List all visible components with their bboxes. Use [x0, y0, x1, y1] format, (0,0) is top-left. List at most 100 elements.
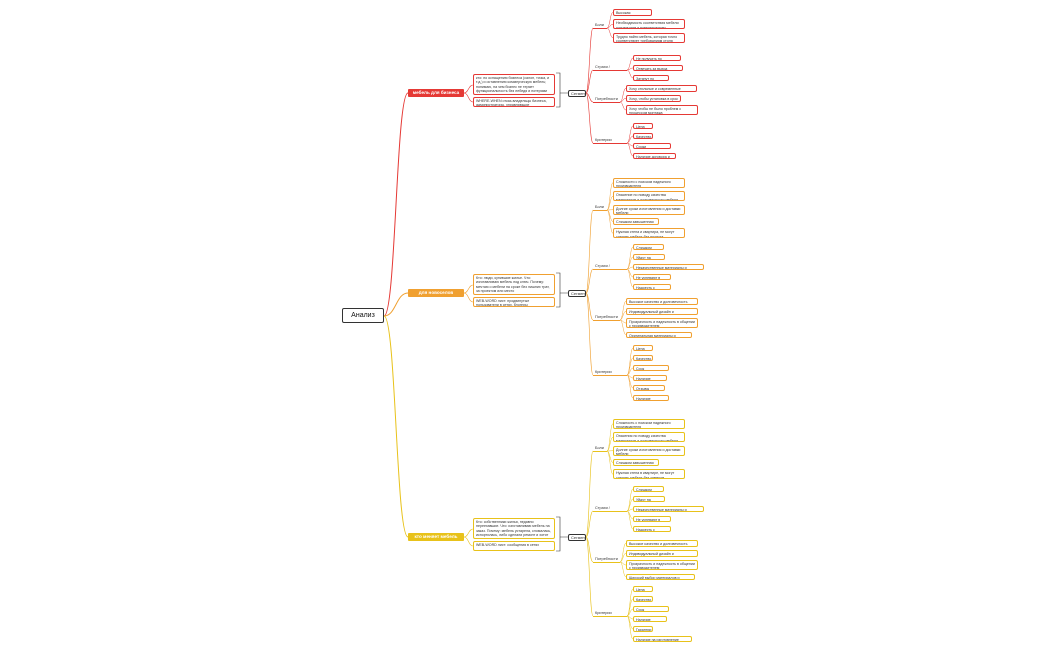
leaf-0-3-0[interactable]: Цена [633, 122, 653, 130]
cat-connector-2-1 [585, 510, 594, 538]
desc-connector-0-0 [463, 84, 474, 94]
leaf-2-2-1[interactable]: Индивидуальный дизайн и персонализация [626, 550, 698, 557]
bracket-1 [556, 272, 568, 308]
leaf-0-2-0[interactable]: Хочу стильные и современные интерьеры [626, 85, 697, 92]
description-2-0[interactable]: Кто: собственники жилья, недавно перееха… [473, 518, 555, 539]
description-0-1[interactable]: WHERE-WHEN отказ-владельцы бизнеса, адми… [473, 97, 555, 107]
leaf-2-3-5[interactable]: Наличие на изготовление мебели [633, 635, 692, 643]
branch-0[interactable]: мебель для бизнеса [408, 89, 464, 97]
leaf-2-0-2[interactable]: Долгие сроки изготовления и доставки меб… [613, 445, 685, 456]
leaf-0-1-0[interactable]: Не получить по ожиданиям [633, 54, 681, 62]
leaf-1-3-4[interactable]: Отзывы клиентов [633, 384, 666, 392]
category-0-1[interactable]: Страхи / возражения [593, 65, 627, 71]
cat-connector-0-3 [585, 92, 594, 144]
description-1-0[interactable]: Кто: люди, купившие жилье. Что: изготавл… [473, 274, 555, 295]
cat-connector-0-1 [585, 69, 594, 94]
leaf-1-3-5[interactable]: Наличие портфолио [633, 394, 669, 402]
desc-connector-2-0 [463, 528, 474, 538]
category-1-0[interactable]: Боли [593, 205, 607, 211]
leaf-connector-1-3-0 [626, 347, 634, 376]
branch-2[interactable]: кто меняет мебель [408, 533, 464, 541]
leaf-1-3-3[interactable]: Наличие гарантии [633, 374, 667, 382]
leaf-1-1-0[interactable]: Слишком дорого [633, 243, 664, 251]
leaf-2-0-4[interactable]: Нужная стена в квартире, не могут сделат… [613, 469, 685, 480]
leaf-1-2-0[interactable]: Высокое качество и долговечность мебели [626, 298, 698, 305]
leaf-0-0-2[interactable]: Трудно найти мебель, которая точно соотв… [613, 32, 685, 43]
cat-connector-0-2 [585, 92, 594, 103]
desc-connector-2-1 [463, 536, 474, 547]
category-2-1[interactable]: Страхи / возражения [593, 506, 627, 512]
leaf-2-1-0[interactable]: Слишком дорого [633, 485, 664, 493]
leaf-1-1-1[interactable]: Уйдут на монтаж [633, 253, 666, 261]
root-connector-2 [383, 315, 409, 538]
leaf-2-2-2[interactable]: Прозрачность и надежность в общении с пр… [626, 560, 698, 570]
desc-connector-1-0 [463, 284, 474, 294]
cat-connector-1-2 [585, 292, 594, 321]
leaf-2-3-3[interactable]: Наличие договора [633, 615, 667, 623]
description-0-0[interactable]: кто: по оснащению бизнеса (салон, точка,… [473, 74, 555, 95]
leaf-2-3-4[interactable]: Гарантии [633, 625, 653, 633]
leaf-0-3-3[interactable]: Наличие договора и ИП [633, 152, 676, 160]
segment-0[interactable]: Сегмент [568, 90, 586, 97]
leaf-2-1-4[interactable]: Надоесть с мебелью [633, 525, 671, 533]
leaf-2-2-0[interactable]: Высокое качество и долговечность мебели [626, 540, 698, 547]
leaf-1-1-2[interactable]: Некачественные материалы и исполнение [633, 263, 704, 271]
segment-1[interactable]: Сегмент [568, 290, 586, 297]
leaf-2-3-1[interactable]: Качество [633, 595, 653, 603]
leaf-1-2-1[interactable]: Индивидуальный дизайн и персонализация [626, 308, 698, 315]
branch-1[interactable]: для новоселов [408, 289, 464, 297]
leaf-2-1-1[interactable]: Уйдут на монтаж [633, 495, 666, 503]
category-1-3[interactable]: Критерии выбора [593, 370, 627, 376]
leaf-2-0-1[interactable]: Опасения по поводу качества материалов и… [613, 432, 685, 443]
category-1-1[interactable]: Страхи / возражения [593, 264, 627, 270]
leaf-1-1-4[interactable]: Надоесть с мебелью [633, 283, 671, 291]
cat-connector-2-3 [585, 536, 594, 617]
leaf-2-1-3[interactable]: Не успевают в срок [633, 515, 671, 523]
description-1-1[interactable]: WEB-WORD лист: продвинутые пользователи … [473, 297, 555, 307]
cat-connector-2-0 [585, 450, 594, 538]
category-0-0[interactable]: Боли [593, 23, 607, 29]
leaf-0-2-1[interactable]: Хочу, чтобы установка в срок [626, 95, 681, 102]
segment-2[interactable]: Сегмент [568, 534, 586, 541]
leaf-1-0-4[interactable]: Нужная стена и квартира, не могут сделат… [613, 228, 685, 239]
leaf-2-0-0[interactable]: Сложность с поиском надежного производит… [613, 418, 685, 429]
bracket-0 [556, 72, 568, 108]
leaf-1-1-3[interactable]: Не успевают в срок [633, 273, 671, 281]
category-2-3[interactable]: Критерии выбора [593, 611, 627, 617]
cat-connector-0-0 [585, 27, 594, 94]
desc-connector-1-1 [463, 292, 474, 303]
leaf-2-0-3[interactable]: Слишком завышенная цена [613, 459, 660, 466]
leaf-2-2-3[interactable]: Широкий выбор материалов и фурнитуры [626, 573, 695, 580]
cat-connector-1-3 [585, 292, 594, 376]
category-2-0[interactable]: Боли [593, 446, 607, 452]
root-node[interactable]: Анализ ЦА [342, 308, 384, 323]
category-2-2[interactable]: Потребности [593, 557, 620, 563]
leaf-1-3-1[interactable]: Качество [633, 354, 653, 362]
leaf-0-0-0[interactable]: Высокая конкуренция [613, 9, 653, 16]
leaf-0-3-2[interactable]: Сроки изготовления [633, 142, 671, 150]
leaf-1-0-0[interactable]: Сложности с поиском надежного производит… [613, 177, 685, 188]
leaf-1-3-0[interactable]: Цена [633, 344, 653, 352]
leaf-1-2-3[interactable]: Оригинальная материалы и фурнитура [626, 331, 692, 338]
desc-connector-0-1 [463, 92, 474, 103]
category-1-2[interactable]: Потребности [593, 315, 620, 321]
leaf-1-0-2[interactable]: Долгие сроки изготовления и доставки меб… [613, 204, 685, 215]
leaf-1-3-2[interactable]: Срок изготовления [633, 364, 669, 372]
leaf-2-3-0[interactable]: Цена [633, 585, 653, 593]
leaf-1-0-3[interactable]: Слишком завышенная цена [613, 218, 660, 225]
leaf-0-1-1[interactable]: Отвечать за выход бюджета [633, 64, 683, 72]
leaf-2-1-2[interactable]: Некачественные материалы и исполнение [633, 505, 704, 513]
leaf-0-3-1[interactable]: Качество [633, 132, 653, 140]
leaf-0-1-2[interactable]: Затянут по срокам [633, 74, 669, 82]
cat-connector-2-2 [585, 536, 594, 563]
description-2-1[interactable]: WEB-WORD лист: сообщения в сетях [473, 541, 555, 551]
leaf-0-2-2[interactable]: Хочу чтобы не было проблем с процессом м… [626, 105, 698, 115]
leaf-1-2-2[interactable]: Прозрачность и надежность в общении с пр… [626, 318, 698, 328]
leaf-0-0-1[interactable]: Необходимость соответствия мебели концеп… [613, 19, 685, 30]
leaf-1-0-1[interactable]: Опасение по поводу качества материалов и… [613, 191, 685, 202]
leaf-connector-2-3-0 [626, 588, 634, 617]
category-0-2[interactable]: Потребности [593, 97, 620, 103]
leaf-2-3-2[interactable]: Срок изготовления [633, 605, 669, 613]
category-0-3[interactable]: Критерии выбора [593, 138, 627, 144]
